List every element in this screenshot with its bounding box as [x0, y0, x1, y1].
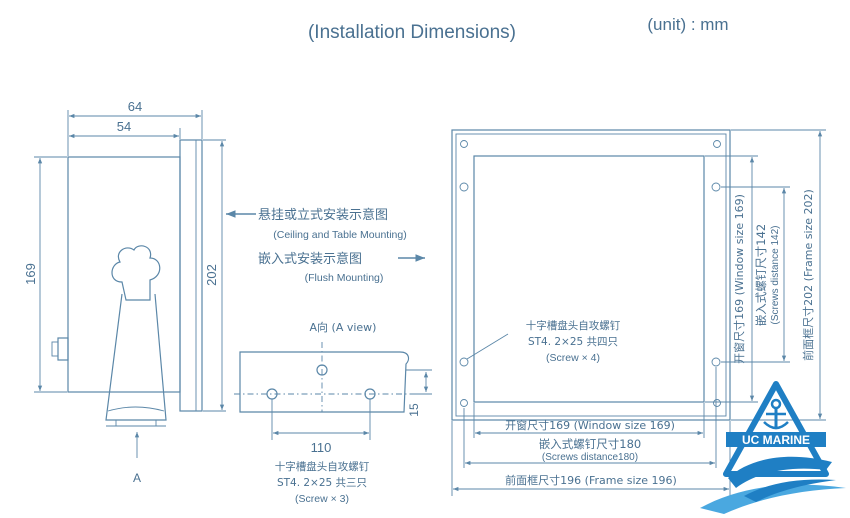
front-view: 十字槽盘头自攻螺钉 ST4. 2×25 共四只 (Screw × 4) 开窗尺寸…: [451, 129, 826, 496]
logo-ship: [728, 456, 832, 488]
corner-screws: [460, 140, 721, 407]
flush-label-cn: 嵌入式安装示意图: [258, 251, 362, 267]
logo-wave: [700, 484, 846, 514]
dim-169-label: 169: [23, 263, 38, 285]
window-size-h-label: 开窗尺寸169 (Window size 169): [505, 418, 675, 432]
frame-size-v-label: 前面框尺寸202 (Frame size 202): [801, 189, 815, 361]
dim-110-label: 110: [311, 440, 332, 455]
side-body: [67, 156, 181, 393]
a-view-plate: [239, 351, 410, 413]
stand-base-curve: [107, 406, 165, 412]
dim-15-label: 15: [407, 403, 421, 417]
knob-icon: [111, 245, 161, 301]
side-front-frame: [179, 139, 203, 412]
page-title: (Installation Dimensions): [308, 22, 516, 43]
screw-icon: [711, 357, 721, 367]
logo-wave: [744, 479, 836, 502]
view-a-marker: A: [133, 471, 141, 485]
screw-icon: [711, 182, 721, 192]
stand-bracket: [105, 293, 167, 421]
screw-icon: [460, 399, 468, 407]
screws-distance-h-cn: 嵌入式螺钉尺寸180: [539, 437, 641, 451]
window-opening: [473, 155, 705, 403]
logo-text: UC MARINE: [742, 433, 810, 447]
side-connector-tip: [51, 341, 59, 357]
screws-distance-v-cn: 嵌入式螺钉尺寸142: [754, 224, 768, 326]
unit-label: (unit) : mm: [647, 15, 728, 34]
front-frame-inner: [455, 133, 727, 417]
a-view-screw-en: (Screw × 3): [295, 493, 349, 505]
a-view-title: A向 (A view): [310, 320, 377, 334]
ceiling-label-cn: 悬挂或立式安装示意图: [258, 207, 388, 223]
logo-triangle: [723, 381, 829, 477]
a-view-screw-spec: ST4. 2×25 共三只: [277, 477, 367, 489]
window-size-v-label: 开窗尺寸169 (Window size 169): [732, 194, 746, 364]
ceiling-label-en: (Ceiling and Table Mounting): [273, 229, 406, 241]
anchor-icon: [763, 398, 789, 430]
a-view-screw-cn: 十字槽盘头自攻螺钉: [275, 460, 370, 473]
screws-distance-h-en: (Screws distance180): [542, 452, 638, 463]
screw-icon: [713, 399, 721, 407]
side-view: 64 54 169 202 A: [23, 99, 226, 485]
uc-marine-logo: UC MARINE: [700, 381, 846, 514]
front-frame: [451, 129, 731, 421]
screw-icon: [460, 140, 468, 148]
screws-distance-v-en: (Screws distance 142): [770, 226, 781, 325]
side-connector: [57, 337, 69, 361]
screw-hole: [316, 364, 328, 376]
frame-size-h-label: 前面框尺寸196 (Frame size 196): [505, 473, 677, 487]
screw-icon: [459, 182, 469, 192]
leader-line: [466, 333, 509, 360]
dim-54-label: 54: [117, 119, 131, 134]
front-screw-spec: ST4. 2×25 共四只: [528, 336, 618, 348]
dim-202-label: 202: [204, 264, 219, 286]
screw-icon: [459, 357, 469, 367]
mounting-screws: [459, 182, 721, 367]
front-screw-cn: 十字槽盘头自攻螺钉: [526, 319, 621, 332]
mounting-labels: 悬挂或立式安装示意图 (Ceiling and Table Mounting) …: [226, 207, 425, 284]
front-screw-en: (Screw × 4): [546, 352, 600, 364]
dim-64-label: 64: [128, 99, 142, 114]
a-view: A向 (A view) 110 15 十字槽盘头自攻螺钉 ST4. 2×25 共…: [234, 320, 432, 505]
logo-banner: [726, 432, 826, 447]
flush-label-en: (Flush Mounting): [305, 272, 384, 284]
screw-icon: [713, 140, 721, 148]
